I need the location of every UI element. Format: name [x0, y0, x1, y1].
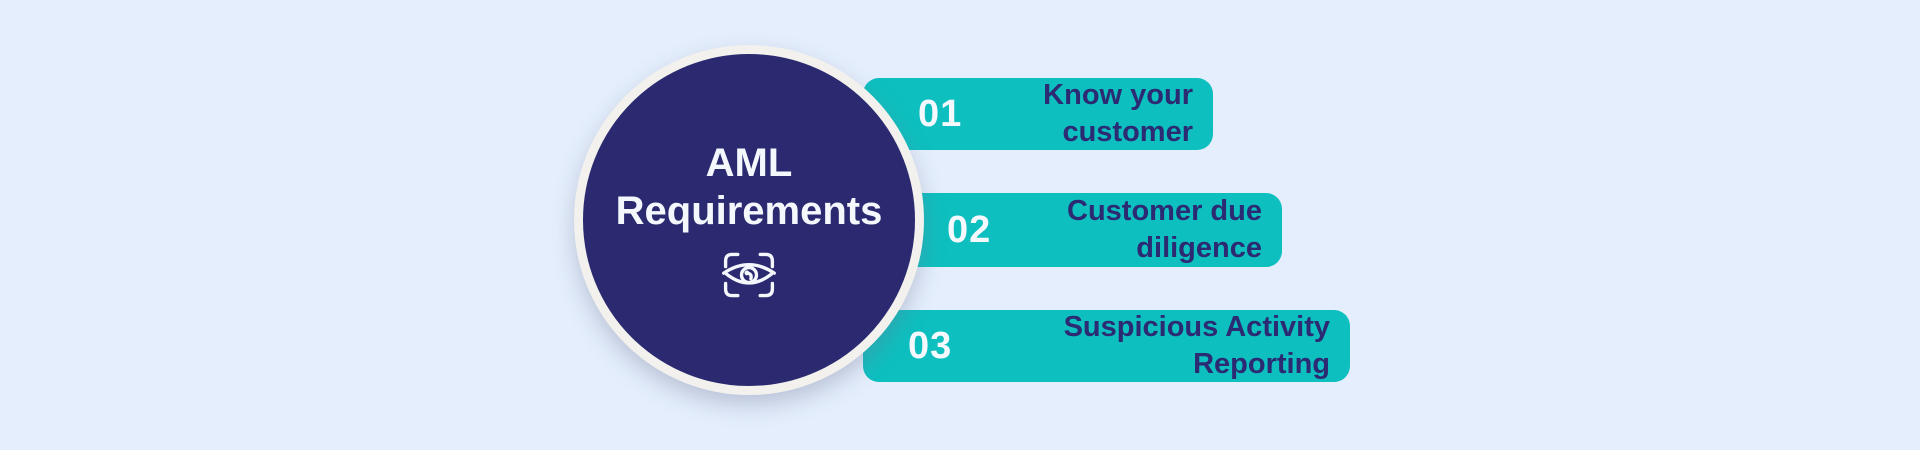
item-label-03: Suspicious Activity Reporting: [1064, 309, 1350, 383]
item-label-02: Customer due diligence: [1067, 193, 1282, 267]
hub-title-line1: AML: [705, 141, 793, 185]
item-bar-01: 01 Know your customer: [863, 78, 1213, 150]
pupil-spiral: [745, 271, 753, 281]
item-label-01-line2: customer: [1062, 116, 1193, 148]
bracket-bottom-left: [723, 281, 740, 298]
item-label-01-line1: Know your: [1043, 79, 1193, 111]
hub-title-line2: Requirements: [615, 189, 883, 233]
bracket-top-right: [758, 252, 775, 269]
item-label-03-line2: Reporting: [1193, 348, 1330, 380]
item-number-01: 01: [918, 93, 963, 135]
hub-title: AML Requirements: [616, 139, 883, 235]
bracket-bottom-right: [758, 281, 775, 298]
iris: [739, 265, 759, 285]
item-number-02: 02: [947, 209, 992, 251]
item-bar-03: 03 Suspicious Activity Reporting: [863, 310, 1350, 382]
item-label-02-line2: diligence: [1136, 232, 1262, 264]
bracket-top-left: [723, 252, 740, 269]
item-label-03-line1: Suspicious Activity: [1063, 311, 1330, 343]
item-number-03: 03: [908, 325, 953, 367]
hub-circle: AML Requirements: [574, 45, 924, 395]
eyelid-arc: [722, 263, 776, 275]
item-label-01: Know your customer: [1043, 77, 1213, 151]
item-bar-02: 02 Customer due diligence: [863, 193, 1282, 267]
item-label-02-line1: Customer due: [1067, 195, 1262, 227]
eye-scan-icon: [722, 252, 776, 298]
